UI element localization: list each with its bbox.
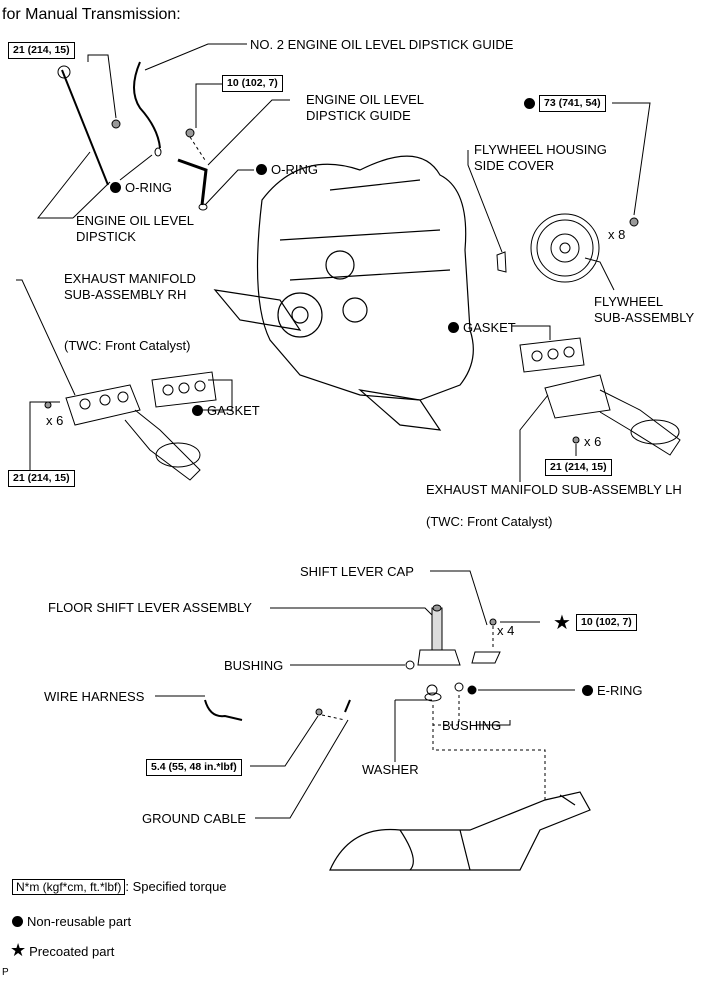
legend-torque-desc: : Specified torque [125,879,227,894]
footer-code: P [2,967,9,978]
transmission-drawing [329,791,591,871]
torque-ground-cable: 5.4 (55, 48 in.*lbf) [146,759,242,776]
legend-precoated: ★Precoated part [10,940,115,960]
label-bushing-1: BUSHING [224,658,284,673]
label-flywheel-cover: FLYWHEEL HOUSING SIDE COVER [474,142,607,173]
label-gasket-rh: GASKET [192,403,260,419]
flywheel-drawing [530,213,600,283]
label-twc-rh: (TWC: Front Catalyst) [64,338,191,353]
non-reusable-mark [192,405,203,416]
torque-exhaust-rh: 21 (214, 15) [8,470,75,487]
label-no2-dipstick-guide: NO. 2 ENGINE OIL LEVEL DIPSTICK GUIDE [250,37,514,52]
label-oring-2: O-RING [256,162,318,178]
label-exhaust-lh: EXHAUST MANIFOLD SUB-ASSEMBLY LH [426,482,682,497]
label-count-x6-rh: x 6 [46,413,64,428]
shift-lever-drawing [417,604,461,666]
flywheel-cover-drawing [496,251,507,273]
no2-guide-drawing [133,61,161,149]
legend-non-reusable: Non-reusable part [12,914,131,930]
non-reusable-dot-icon [12,916,23,927]
non-reusable-mark [448,322,459,333]
page-title: for Manual Transmission: [2,6,181,23]
shift-cap-drawing [471,651,501,664]
label-wire-harness: WIRE HARNESS [44,689,145,704]
label-flywheel: FLYWHEEL SUB-ASSEMBLY [594,294,695,325]
label-washer: WASHER [362,762,419,777]
precoated-star-icon: ★ [10,940,27,960]
label-gasket-lh: GASKET [448,320,516,336]
label-floor-shift: FLOOR SHIFT LEVER ASSEMBLY [48,600,252,615]
label-twc-lh: (TWC: Front Catalyst) [426,514,553,529]
gasket-rh-drawing [151,371,217,408]
non-reusable-mark [256,164,267,175]
torque-flywheel-bolt: 73 (741, 54) [539,95,606,112]
torque-exhaust-lh: 21 (214, 15) [545,459,612,476]
precoated-star-icon: ★ [553,612,571,634]
label-shift-cap: SHIFT LEVER CAP [300,564,414,579]
torque-guide-bolt: 10 (102, 7) [222,75,283,92]
label-count-x8: x 8 [608,227,626,242]
dipstick-drawing [61,69,109,186]
engine-drawing [213,155,474,431]
label-bushing-2: BUSHING [442,718,502,733]
label-ground-cable: GROUND CABLE [142,811,247,826]
non-reusable-mark [110,182,121,193]
ground-cable-drawing [344,699,351,713]
legend-torque-box: N*m (kgf*cm, ft.*lbf) [12,879,126,895]
non-reusable-mark [524,98,535,109]
label-dipstick: ENGINE OIL LEVEL DIPSTICK [76,213,195,244]
gasket-lh-drawing [519,337,585,373]
label-e-ring: E-RING [582,683,643,699]
exhaust-lh-drawing [544,374,681,456]
legend-torque: N*m (kgf*cm, ft.*lbf): Specified torque [12,879,227,895]
torque-dipstick-bolt: 21 (214, 15) [8,42,75,59]
label-count-x6-lh: x 6 [584,434,602,449]
label-exhaust-rh: EXHAUST MANIFOLD SUB-ASSEMBLY RH [64,271,196,302]
guide-drawing [177,158,208,206]
wire-harness-drawing [204,699,243,721]
torque-shift-cap: 10 (102, 7) [576,614,637,631]
exhaust-rh-drawing [65,384,201,481]
label-dipstick-guide: ENGINE OIL LEVEL DIPSTICK GUIDE [306,92,425,123]
non-reusable-mark [582,685,593,696]
label-count-x4: x 4 [497,623,515,638]
label-oring-1: O-RING [110,180,172,196]
